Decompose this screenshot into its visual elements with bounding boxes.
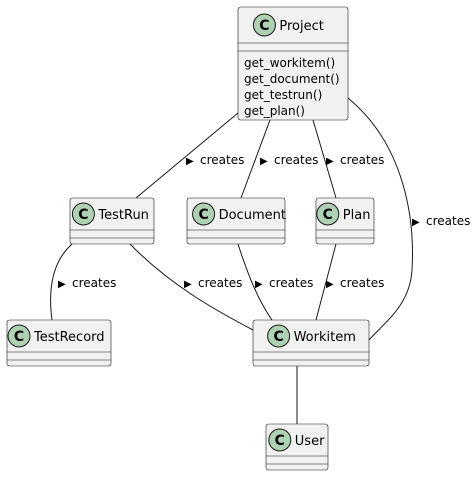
direction-arrow-icon: ▶ (58, 279, 66, 290)
class-stereotype-letter: C (323, 207, 333, 223)
relation-label-text: creates (269, 276, 313, 290)
relation-label-project-plan: ▶ creates (326, 153, 384, 167)
relations-layer (50, 97, 413, 424)
class-stereotype-icon (268, 428, 292, 452)
class-stereotype-letter: C (78, 207, 88, 223)
relation-line-project-document (240, 119, 271, 199)
relation-label-project-document: ▶ creates (260, 153, 318, 167)
class-plan[interactable]: C Plan (315, 197, 375, 245)
class-project[interactable]: C Project get_workitem() get_document() get_… (237, 6, 349, 121)
class-stereotype-icon (252, 13, 276, 37)
class-workitem[interactable]: C Workitem (252, 319, 370, 367)
direction-arrow-icon: ▶ (186, 156, 194, 167)
class-stereotype-letter: C (259, 18, 269, 34)
relation-label-text: creates (72, 276, 116, 290)
direction-arrow-icon: ▶ (326, 156, 334, 167)
class-stereotype-icon (71, 202, 95, 226)
relation-label-text: creates (200, 153, 244, 167)
class-name: Workitem (294, 330, 356, 345)
relation-label-text: creates (198, 276, 242, 290)
class-testrecord[interactable]: C TestRecord (6, 319, 112, 367)
direction-arrow-icon: ▶ (412, 217, 420, 228)
relation-line-project-workitem (347, 97, 413, 341)
class-stereotype-icon (192, 202, 216, 226)
relation-line-testrun-workitem (129, 243, 254, 331)
relation-label-document-workitem: ▶ creates (255, 276, 313, 290)
class-name: Plan (343, 208, 371, 223)
direction-arrow-icon: ▶ (184, 279, 192, 290)
direction-arrow-icon: ▶ (255, 279, 263, 290)
class-name: Project (279, 19, 323, 34)
relation-label-project-testrun: ▶ creates (186, 153, 244, 167)
class-method: get_document() (244, 72, 340, 86)
relation-labels-layer: ▶ creates ▶ creates ▶ creates ▶ creates ▶ creates… (58, 153, 470, 290)
class-stereotype-letter: C (273, 329, 283, 345)
class-stereotype-icon (267, 324, 291, 348)
class-method: get_plan() (244, 104, 305, 118)
class-testrun[interactable]: C TestRun (69, 197, 155, 245)
class-name: TestRecord (33, 330, 105, 345)
class-document[interactable]: C Document (186, 197, 286, 245)
class-stereotype-letter: C (275, 433, 285, 449)
class-user[interactable]: C User (265, 423, 329, 471)
class-box (6, 319, 112, 367)
relation-line-testrun-testrecord (50, 243, 73, 321)
class-method: get_testrun() (244, 88, 322, 102)
class-name: Document (219, 208, 286, 223)
relation-label-plan-workitem: ▶ creates (326, 276, 384, 290)
relation-label-testrun-workitem: ▶ creates (184, 276, 242, 290)
class-method: get_workitem() (244, 56, 335, 70)
relation-label-text: creates (340, 276, 384, 290)
class-name: User (295, 434, 325, 449)
relation-line-project-testrun (135, 112, 239, 199)
class-stereotype-letter: C (198, 207, 208, 223)
relation-label-text: creates (340, 153, 384, 167)
class-stereotype-letter: C (14, 329, 24, 345)
classes-layer: C Project get_workitem() get_document() get_… (6, 6, 375, 471)
relation-line-project-plan (312, 119, 337, 199)
relation-line-plan-workitem (315, 243, 337, 321)
direction-arrow-icon: ▶ (260, 156, 268, 167)
class-stereotype-icon (316, 202, 340, 226)
relation-label-project-workitem: ▶ creates (412, 214, 470, 228)
relation-label-text: creates (274, 153, 318, 167)
direction-arrow-icon: ▶ (326, 279, 334, 290)
relation-label-text: creates (426, 214, 470, 228)
class-name: TestRun (97, 208, 149, 223)
relation-label-testrun-testrecord: ▶ creates (58, 276, 116, 290)
relation-line-document-workitem (237, 243, 273, 321)
class-stereotype-icon (7, 324, 31, 348)
